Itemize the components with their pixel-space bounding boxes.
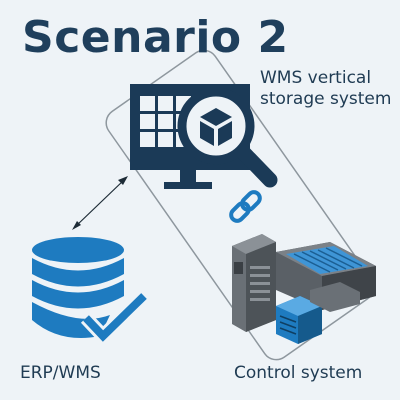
system-frame [105,49,375,361]
wms-label-line-1: WMS vertical [260,68,372,88]
erp-wms-label: ERP/WMS [20,363,101,383]
wms-label: WMS vertical storage system [260,68,391,110]
chain-link-icon [229,190,262,223]
wms-label-line-2: storage system [260,89,392,109]
control-system-label: Control system [234,363,363,383]
control-cabinet-machine-icon [232,234,376,344]
page-title: Scenario 2 [22,12,289,63]
database-check-icon [32,237,149,346]
monitor-magnifier-cube-icon [130,84,278,189]
connection-arrow [72,176,128,230]
